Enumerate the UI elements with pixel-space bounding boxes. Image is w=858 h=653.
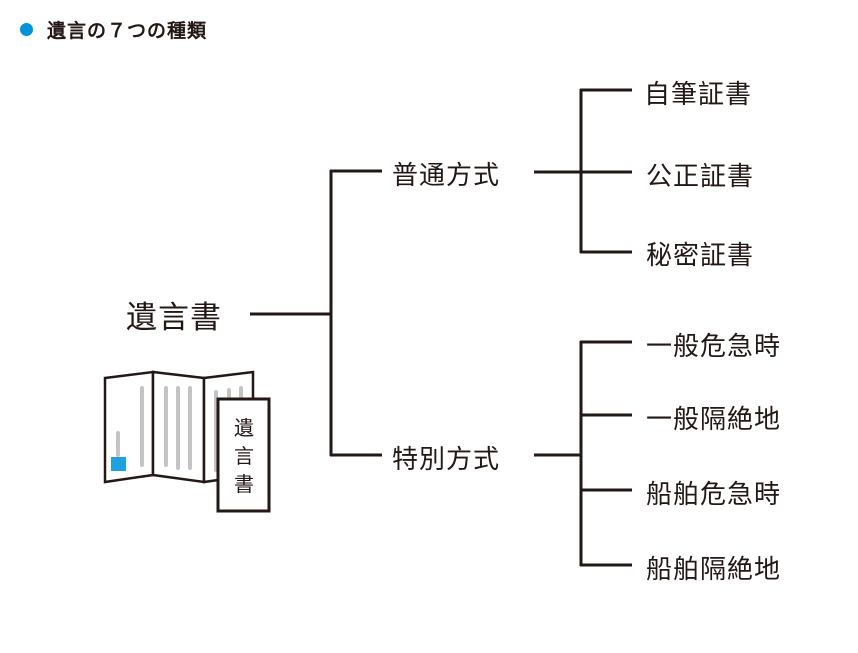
- leaf-node: 船舶危急時: [646, 480, 782, 510]
- branch-node-tokubetsu: 特別方式: [392, 445, 501, 475]
- document-label-char: 書: [234, 471, 254, 496]
- leaf-node: 船舶隔絶地: [646, 555, 782, 585]
- leaf-node: 公正証書: [646, 162, 755, 192]
- accent-square: [111, 457, 126, 471]
- root-node: 遺言書: [126, 300, 222, 336]
- will-document-icon: [103, 370, 271, 513]
- document-label: 遺 言 書: [219, 400, 269, 511]
- leaf-node: 一般危急時: [646, 332, 782, 362]
- leaf-node: 秘密証書: [646, 241, 755, 271]
- document-label-char: 言: [234, 443, 254, 468]
- document-label-char: 遺: [234, 415, 254, 440]
- bullet-icon: [20, 22, 33, 36]
- section-heading: 遺言の７つの種類: [20, 14, 207, 44]
- heading-title: 遺言の７つの種類: [47, 19, 208, 42]
- branch-node-futsu: 普通方式: [392, 161, 501, 191]
- leaf-node: 自筆証書: [644, 80, 753, 110]
- leaf-node: 一般隔絶地: [646, 405, 782, 435]
